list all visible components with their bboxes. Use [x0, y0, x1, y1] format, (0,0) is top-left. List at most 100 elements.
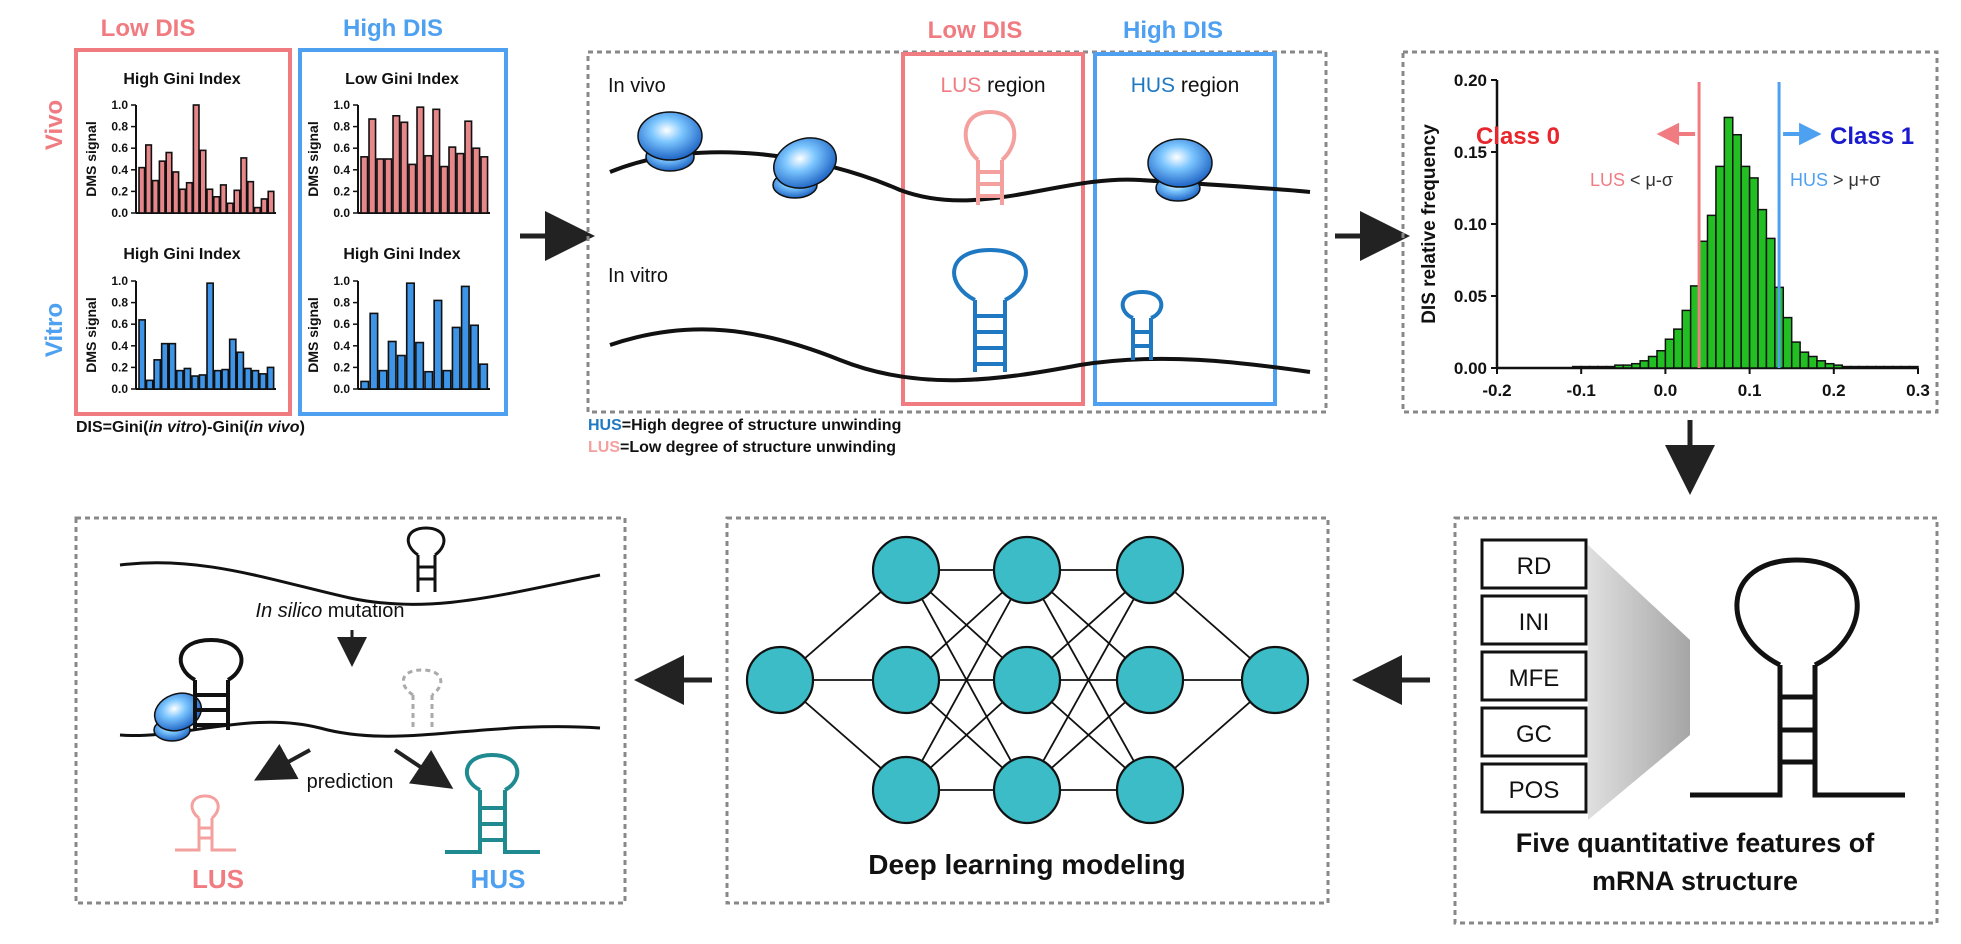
- dms-bar-vivo-high: [464, 120, 473, 214]
- dms-bar-vivo-low: [213, 196, 221, 214]
- dms-bar-vitro-low: [175, 369, 184, 390]
- y-tick-label-vivo-low: 0.2: [111, 184, 128, 198]
- high-dis-header: High DIS: [343, 15, 443, 42]
- hist-bar: [1673, 328, 1683, 369]
- dms-bar-vivo-low: [247, 180, 255, 214]
- dms-bar-vitro-low: [153, 359, 162, 390]
- dms-bar-vitro-high: [479, 363, 489, 390]
- dms-bar-vitro-high: [451, 326, 461, 390]
- hairpin-top: [406, 526, 446, 592]
- panel-b-unwinding: In vivo In vitro Low DIS High DIS LUS re…: [586, 17, 1328, 456]
- hist-bar: [1816, 360, 1827, 369]
- hist-bar: [1782, 316, 1793, 369]
- hist-bar: [1883, 365, 1894, 369]
- dms-bar-vivo-low: [165, 151, 173, 214]
- network-node-layer-3: [1115, 535, 1185, 605]
- hist-x-tick-label: -0.1: [1567, 381, 1596, 400]
- ribosome-3: [1147, 138, 1213, 202]
- formula-vitro: in vitro: [148, 419, 202, 436]
- dms-bar-vivo-low: [267, 190, 275, 214]
- dms-bar-vivo-low: [253, 206, 261, 214]
- dms-bar-vivo-low: [158, 160, 166, 214]
- hist-y-tick-label: 0.00: [1454, 359, 1487, 378]
- class1-label: Class 1: [1830, 123, 1914, 150]
- mrna-top: [119, 561, 601, 606]
- dms-bar-vitro-low: [160, 342, 169, 390]
- hist-y-tick-label: 0.05: [1454, 287, 1487, 306]
- dms-bar-vitro-high: [405, 282, 416, 390]
- lus-rule-key: LUS: [1590, 170, 1625, 190]
- mrna-hairpin-large: [1690, 557, 1905, 798]
- dms-bar-vitro-high: [442, 369, 452, 390]
- y-tick-label-vivo-high: 1.0: [333, 98, 350, 112]
- panel-d-frame: [1453, 516, 1939, 925]
- formula-suffix: ): [300, 419, 305, 436]
- hus-legend-key: HUS: [588, 417, 622, 434]
- dms-bar-vitro-high: [369, 312, 379, 390]
- y-tick-label-vivo-low: 0.4: [111, 163, 128, 177]
- dms-bar-vitro-high: [387, 340, 397, 390]
- dms-bar-vivo-high: [376, 158, 385, 214]
- panel-e-deep-learning: Deep learning modeling: [725, 516, 1330, 905]
- class1-arrow: [1783, 122, 1822, 146]
- lus-pred-label: LUS: [192, 864, 244, 894]
- lus-rule: LUS < μ-σ: [1590, 170, 1673, 190]
- hist-y-label: DIS relative frequency: [1419, 124, 1440, 324]
- dms-bar-vivo-low: [219, 184, 227, 214]
- lus-rule-text: < μ-σ: [1625, 170, 1673, 190]
- network-node-layer-3: [1115, 645, 1185, 715]
- hist-bar: [1833, 364, 1843, 369]
- feature-gc: GC: [1516, 721, 1552, 748]
- ribosome-1: [637, 111, 703, 172]
- dms-bar-vitro-high: [360, 380, 370, 390]
- high-dis-header-b: High DIS: [1123, 17, 1223, 44]
- network-edge: [1026, 569, 1151, 791]
- y-tick-label-vitro-low: 0.8: [111, 296, 128, 310]
- y-tick-label-vivo-low: 1.0: [111, 98, 128, 112]
- network-node-layer-1: [871, 645, 941, 715]
- dms-bar-vivo-high: [400, 121, 409, 214]
- feature-mfe: MFE: [1509, 665, 1560, 692]
- y-tick-label-vitro-low: 0.0: [111, 382, 128, 396]
- features-caption-line1: Five quantitative features of: [1516, 828, 1876, 858]
- y-tick-label-vitro-low: 1.0: [111, 274, 128, 288]
- dis-formula: DIS=Gini(in vitro)-Gini(in vivo): [76, 419, 305, 436]
- low-dis-header: Low DIS: [101, 15, 196, 42]
- dms-bar-vitro-low: [243, 367, 252, 390]
- hus-rule: HUS > μ+σ: [1790, 170, 1881, 190]
- hist-bar: [1639, 360, 1650, 369]
- hus-legend: HUS=High degree of structure unwinding: [588, 417, 901, 434]
- dms-bar-vitro-high: [433, 299, 443, 390]
- hist-bar: [1605, 365, 1616, 369]
- hist-bar: [1681, 309, 1692, 369]
- hist-bar: [1715, 165, 1726, 369]
- mutation-text: mutation: [322, 600, 404, 622]
- dms-bar-vitro-low: [213, 369, 222, 390]
- network-node-layer-0: [745, 645, 815, 715]
- lus-legend: LUS=Low degree of structure unwinding: [588, 439, 896, 456]
- y-tick-label-vitro-low: 0.4: [111, 339, 128, 353]
- hist-x-tick-label: 0.3: [1906, 381, 1930, 400]
- deep-learning-caption: Deep learning modeling: [868, 849, 1185, 880]
- hairpin-mutant-dashed: [401, 668, 443, 728]
- dms-bar-vivo-high: [368, 118, 377, 214]
- hist-x-tick-label: 0.1: [1738, 381, 1762, 400]
- chart-title-vitro-low: High Gini Index: [123, 246, 240, 263]
- feature-boxes: RD INI MFE GC POS: [1480, 538, 1588, 814]
- hairpin-mutant-solid: [178, 637, 244, 730]
- dms-bar-vivo-high: [472, 147, 481, 214]
- dms-bar-vivo-high: [384, 158, 393, 214]
- hus-pred-label: HUS: [471, 864, 526, 894]
- panel-e-frame: [725, 516, 1330, 905]
- y-tick-label-vivo-low: 0.0: [111, 206, 128, 220]
- feature-pos: POS: [1509, 777, 1560, 804]
- hist-bar: [1866, 365, 1877, 369]
- hist-bar: [1622, 364, 1633, 369]
- dms-bar-vitro-high: [415, 341, 425, 390]
- lus-region-word: region: [981, 74, 1045, 97]
- dms-bar-vitro-high: [378, 369, 388, 390]
- hist-bar: [1908, 365, 1919, 369]
- y-tick-label-vivo-high: 0.0: [333, 206, 350, 220]
- hus-region-label: HUS region: [1131, 74, 1240, 97]
- hus-region-key: HUS: [1131, 74, 1175, 97]
